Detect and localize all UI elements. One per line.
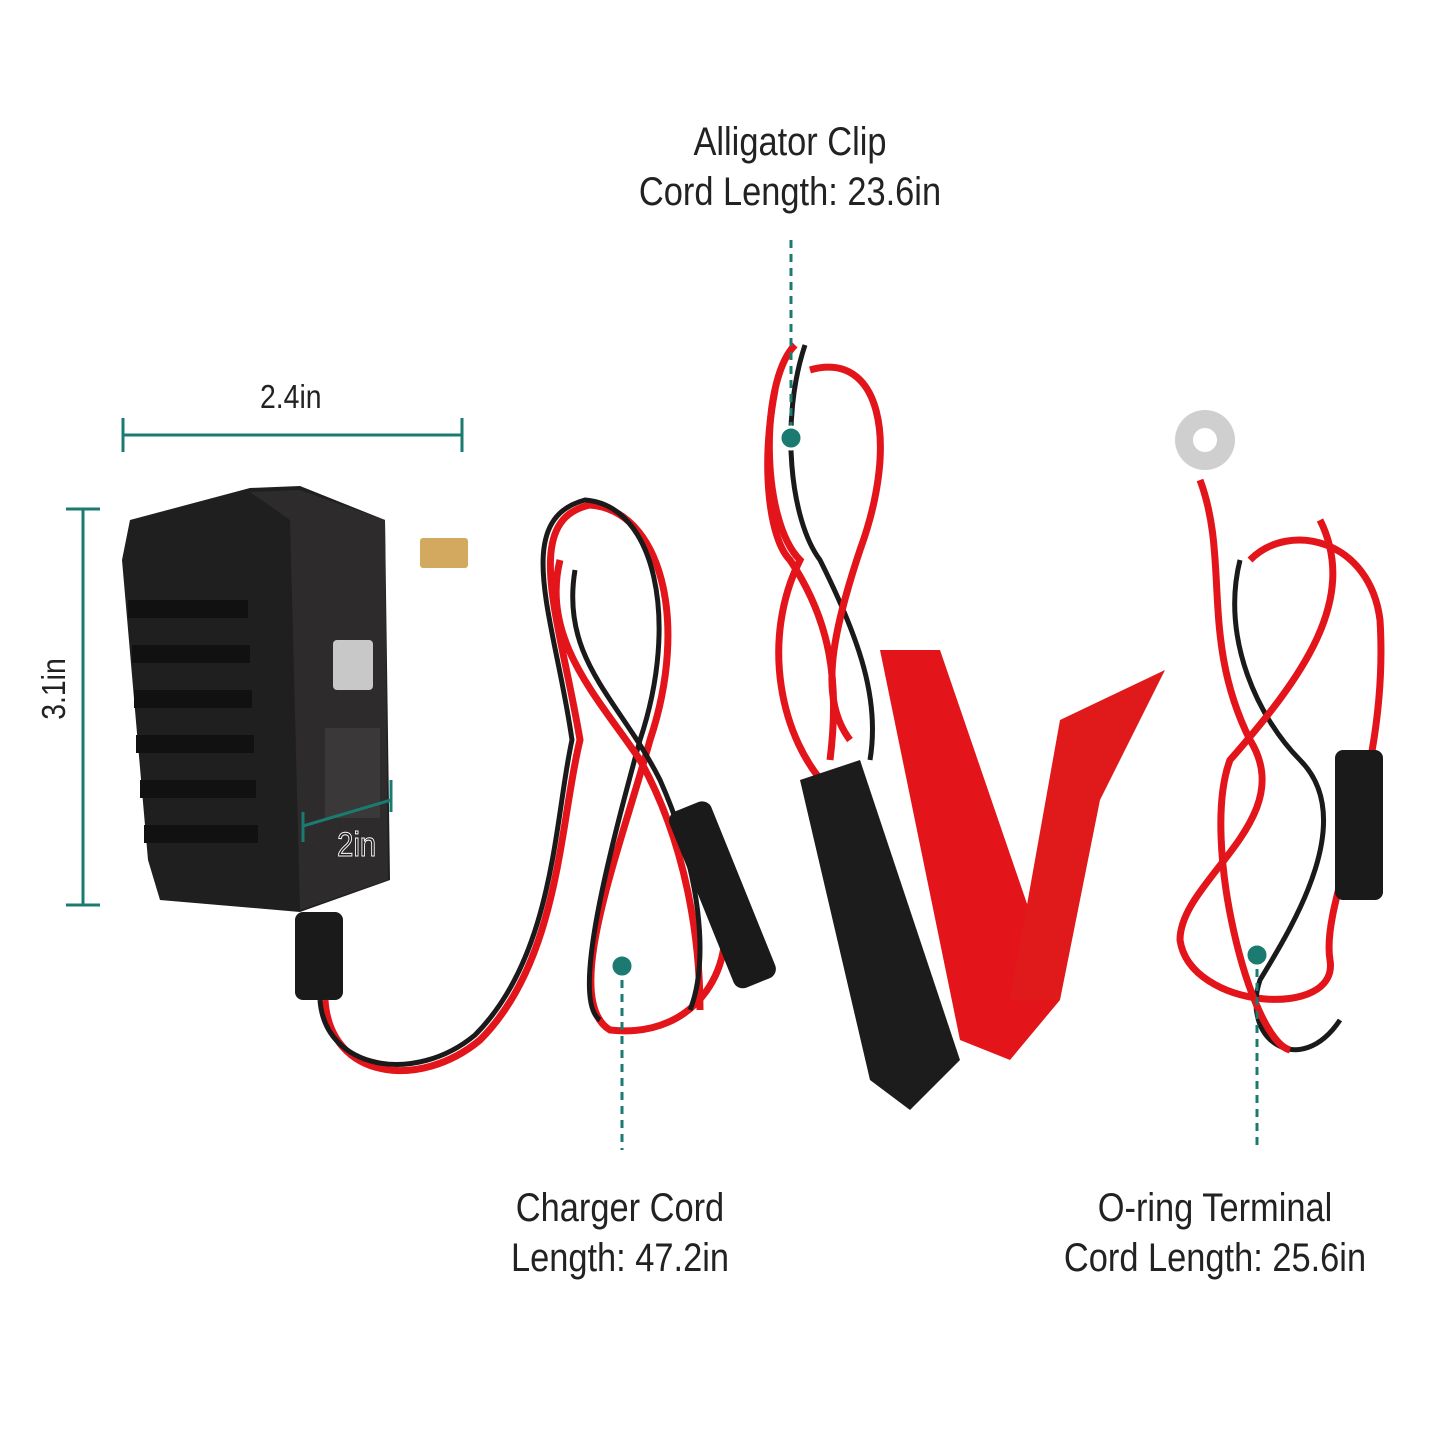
o-ring-cord (1176, 478, 1385, 1054)
charger-length: Length: 47.2in (510, 1236, 730, 1280)
adapter-label (333, 640, 373, 690)
depth-dimension (301, 780, 393, 842)
width-dimension (121, 418, 464, 452)
alligator-marker (778, 425, 804, 451)
oring-marker (1244, 942, 1270, 968)
alligator-length: Cord Length: 23.6in (638, 170, 942, 214)
height-dimension (66, 507, 100, 907)
charger-cord (317, 497, 729, 1074)
width-label: 2.4in (260, 378, 322, 415)
height-label: 3.1in (34, 658, 72, 720)
charger-marker (609, 953, 635, 979)
alligator-cord (764, 342, 884, 793)
plug-prong (420, 538, 468, 568)
charger-adapter (122, 486, 468, 1000)
alligator-title: Alligator Clip (693, 120, 887, 164)
adapter-spec-plate (325, 728, 380, 818)
oring-title: O-ring Terminal (1097, 1186, 1333, 1230)
black-clip (800, 760, 960, 1110)
charger-title: Charger Cord (515, 1186, 725, 1230)
sae-connector (669, 801, 776, 989)
alligator-callout: Alligator Clip Cord Length: 23.6in (614, 117, 967, 217)
strain-relief (295, 912, 343, 1000)
sae-connector (1335, 750, 1383, 900)
dimension-lines (66, 240, 1259, 1150)
red-clip-jaw (1010, 670, 1165, 1000)
oring-length: Cord Length: 25.6in (1063, 1236, 1367, 1280)
oring-callout: O-ring Terminal Cord Length: 25.6in (1039, 1183, 1392, 1283)
charger-callout: Charger Cord Length: 47.2in (465, 1183, 775, 1283)
depth-label: 2in (337, 826, 377, 865)
red-clip (880, 650, 1060, 1060)
